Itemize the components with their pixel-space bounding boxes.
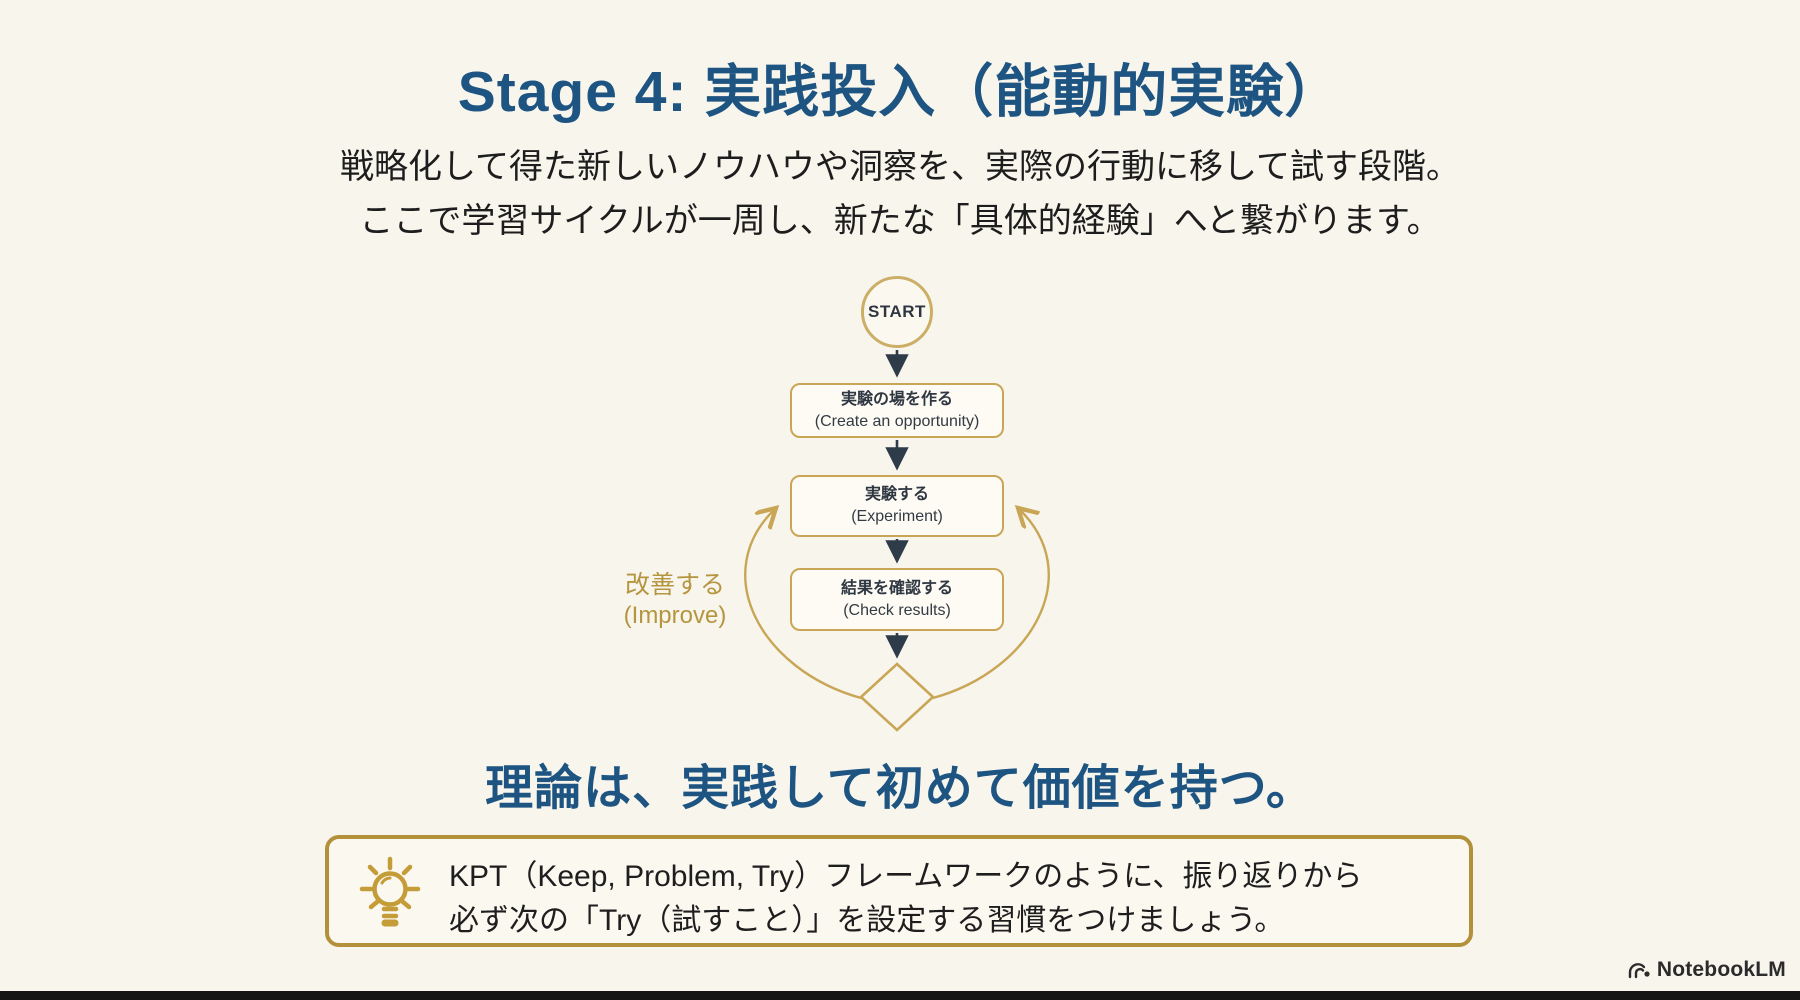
bottom-letterbox-bar <box>0 991 1800 1000</box>
kpt-callout-line-2: 必ず次の「Try（試すこと）」を設定する習慣をつけましょう。 <box>449 903 1285 937</box>
notebooklm-logo-icon <box>1628 963 1650 979</box>
flowchart-diagram: START 実験の場を作る (Create an opportunity) 実験… <box>580 240 1220 740</box>
loop-curves <box>744 508 1050 700</box>
decision-diamond <box>859 662 935 732</box>
notebooklm-wordmark: NotebookLM <box>1656 958 1786 981</box>
loop-left-curve <box>744 508 862 700</box>
slide-title: Stage 4: 実践投入（能動的実験） <box>457 60 1343 124</box>
lightbulb-icon <box>359 856 421 927</box>
flowchart-connectors <box>744 350 1050 732</box>
slide-subtitle: 戦略化して得た新しいノウハウや洞察を、実際の行動に移して試す段階。 ここで学習サ… <box>0 140 1800 249</box>
kpt-callout-line-1: KPT（Keep, Problem, Try）フレームワークのように、振り返りか… <box>449 860 1363 893</box>
loop-label-improve-ja: 改善する <box>624 571 725 599</box>
subtitle-line-1: 戦略化して得た新しいノウハウや洞察を、実際の行動に移して試す段階。 <box>340 148 1460 186</box>
node-experiment: 実験する (Experiment) <box>790 475 1004 537</box>
kpt-callout-box: KPT（Keep, Problem, Try）フレームワークのように、振り返りか… <box>325 835 1473 947</box>
loop-label-improve: 改善する (Improve) <box>585 570 765 631</box>
start-node: START <box>861 276 933 348</box>
node-create-opportunity-ja: 実験の場を作る <box>840 390 953 408</box>
node-create-opportunity-en: (Create an opportunity) <box>814 412 980 430</box>
notebooklm-watermark: NotebookLM <box>1627 958 1786 982</box>
subtitle-line-2: ここで学習サイクルが一周し、新たな「具体的経験」へと繋がります。 <box>359 202 1441 241</box>
node-check-results-en: (Check results) <box>843 601 951 619</box>
loop-right-curve <box>932 508 1050 700</box>
node-check-results: 結果を確認する (Check results) <box>790 568 1004 631</box>
node-experiment-en: (Experiment) <box>851 508 943 525</box>
node-check-results-ja: 結果を確認する <box>840 579 953 597</box>
node-create-opportunity: 実験の場を作る (Create an opportunity) <box>790 383 1004 438</box>
loop-label-improve-en: (Improve) <box>623 602 727 630</box>
slide-tagline: 理論は、実践して初めて価値を持つ。 <box>485 762 1315 815</box>
start-node-label: START <box>868 302 926 321</box>
node-experiment-ja: 実験する <box>864 486 929 504</box>
kpt-callout-text: KPT（Keep, Problem, Try）フレームワークのように、振り返りか… <box>449 855 1362 942</box>
